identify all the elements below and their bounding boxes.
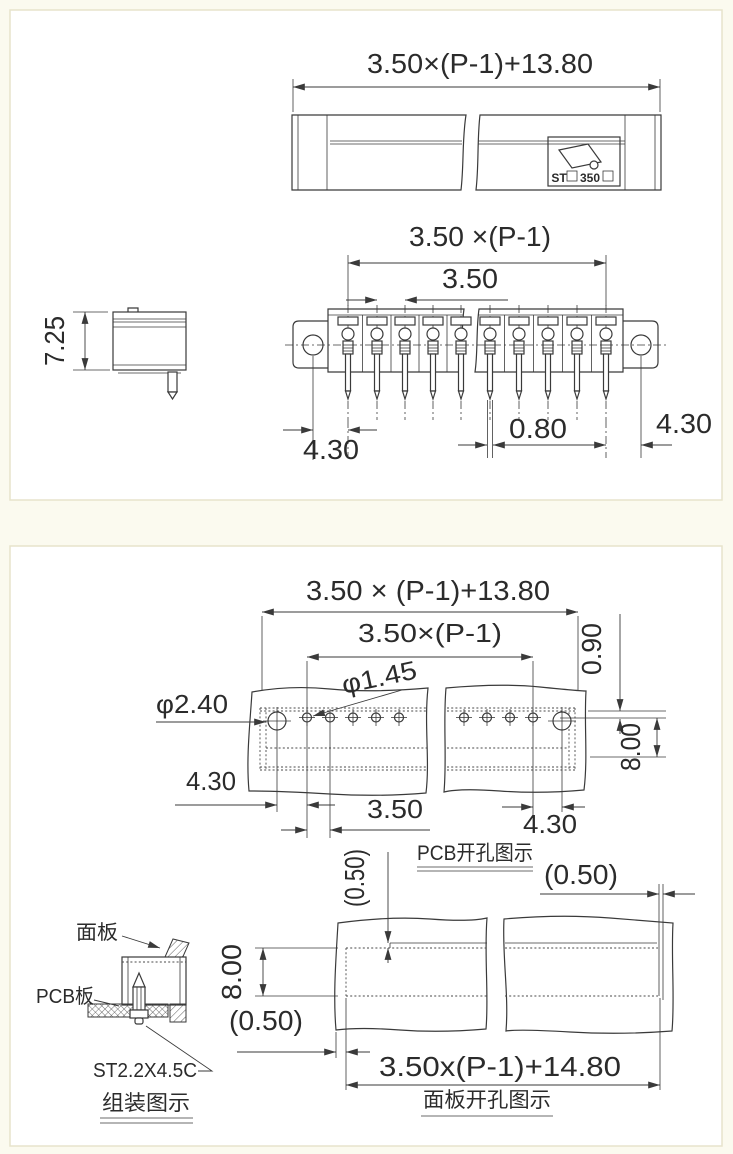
front-view-group: 3.50 ×(P-1) 3.50: [283, 221, 712, 465]
panel-cutout-caption: 面板开孔图示: [423, 1089, 551, 1112]
cutout-dim-edge-right-label: (0.50): [544, 859, 618, 890]
cutout-dim-step-label: (0.50): [339, 849, 370, 907]
front-panel-label: 面板: [76, 921, 118, 944]
pcb-board-label: PCB板: [36, 985, 94, 1008]
brand-series-label: 350: [580, 171, 600, 185]
top-view-group: 3.50×(P-1)+13.80 ST 350: [291, 48, 662, 191]
panel-cutout-group: (0.50) (0.50) 8.00 (0.50) 3.50x(P-1)+14.…: [216, 849, 695, 1117]
dim-height-label: 7.25: [39, 316, 70, 366]
cutout-dim-height-label: 8.00: [216, 944, 247, 1000]
screw: [129, 971, 149, 1025]
dim-end-right-label: 4.30: [656, 408, 712, 439]
panel-section-bottom: [169, 1003, 187, 1023]
pcb-section: [87, 1003, 169, 1018]
dim-end-left-label: 4.30: [303, 434, 359, 465]
pcb-dim-end-left-label: 4.30: [186, 766, 236, 796]
connector-body-section: [121, 956, 187, 1006]
brand-prefix-label: ST: [551, 171, 567, 185]
dim-overall-width-label: 3.50×(P-1)+13.80: [367, 48, 593, 79]
pcb-dim-width-label: 3.50 × (P-1)+13.80: [306, 575, 550, 606]
dim-pitch-label: 3.50: [442, 263, 498, 294]
assembly-group: 面板 PCB板 ST2.2X4.5C 组装图示: [36, 921, 214, 1124]
pcb-drill-caption: PCB开孔图示: [417, 842, 533, 865]
pcb-dim-pitch-span-label: 3.50×(P-1): [358, 618, 502, 648]
dim-pin-width-label: 0.80: [509, 413, 567, 444]
pcb-dim-top-offset-label: 0.90: [576, 623, 607, 675]
pcb-dim-height-label: 8.00: [615, 723, 646, 771]
bottom-panel-frame: [9, 545, 723, 1147]
dim-pitch-span-label: 3.50 ×(P-1): [409, 221, 551, 252]
side-view-group: 7.25: [39, 307, 187, 401]
cutout-dim-width-label: 3.50x(P-1)+14.80: [379, 1051, 621, 1082]
assembly-caption: 组装图示: [102, 1092, 190, 1115]
pcb-dim-end-right-label: 4.30: [523, 809, 577, 839]
brand-logo: ST 350: [547, 136, 621, 187]
mount-hole-diameter-label: φ2.40: [156, 689, 228, 719]
screw-spec-label: ST2.2X4.5C: [93, 1060, 197, 1082]
top-panel-frame: [9, 9, 723, 501]
cutout-dim-edge-left-label: (0.50): [229, 1005, 303, 1036]
pcb-dim-pitch-label: 3.50: [367, 794, 423, 824]
